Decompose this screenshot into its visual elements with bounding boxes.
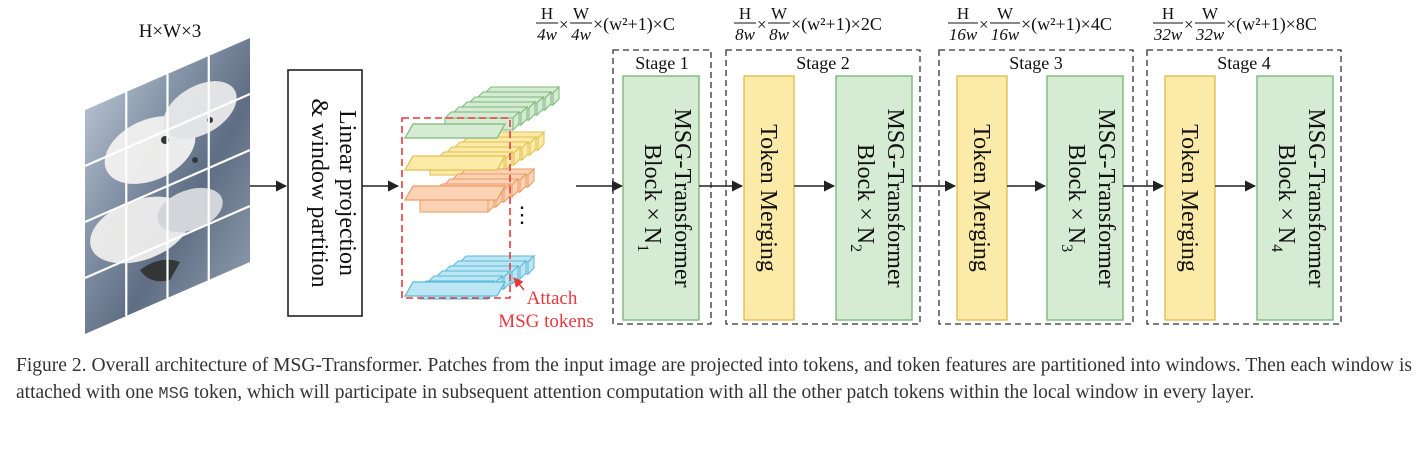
msg-transformer-block-2: MSG-Transformer Block × N2 [835,75,913,321]
stage-2-frame [725,49,921,325]
block-label-line1: MSG-Transformer [669,108,695,287]
block-label-line1: MSG-Transformer [1093,108,1119,287]
token-slab-side [527,254,535,276]
stage-3-frame [938,49,1134,325]
linear-projection-box: Linear projection & window partition [287,69,363,317]
block-label-line2: Block × N4 [1268,144,1299,252]
stage-3-title: Stage 3 [1009,53,1063,73]
token-merging-label: Token Merging [755,124,781,272]
token-slab-side [527,167,535,189]
figure-caption: Figure 2. Overall architecture of MSG-Tr… [16,352,1412,408]
stage-1-frame [612,49,712,325]
msg-token [403,281,507,297]
dim-times: × [559,15,569,34]
dim-denominator: 16w [991,25,1020,44]
msg-token [403,185,507,201]
msg-token [403,155,507,171]
attach-label-line2: MSG tokens [498,311,594,332]
msg-transformer-block-1: MSG-Transformer Block × N1 [622,75,700,321]
msg-token [403,123,507,139]
token-slab-side [511,177,519,199]
dim-numerator: W [573,4,590,23]
dim-suffix: ×(w²+1)×2C [791,14,882,35]
token-slab-side [529,135,537,157]
dim-suffix: ×(w²+1)×8C [1226,14,1317,35]
architecture-diagram: H×W×3 Linear projection & window partiti… [84,4,1342,334]
attach-arrow [513,277,525,291]
dim-denominator: 8w [769,25,790,44]
token-slab-side [528,100,536,122]
token-slab-top [443,111,521,119]
block-label-line2: Block × N3 [1058,144,1089,252]
dim-numerator: H [739,4,751,23]
token-slab-side [519,172,527,194]
projection-label-line1: Linear projection [334,110,360,276]
token-slab-side [536,95,544,117]
dim-times: × [979,15,989,34]
token-slab-side [520,105,528,127]
dim-numerator: W [771,4,788,23]
dim-denominator: 4w [571,25,592,44]
attach-label-line1: Attach [527,288,578,309]
dim-denominator: 16w [949,25,978,44]
caption-text-end: token, which will participate in subsequ… [189,382,1255,403]
caption-text: Figure 2. Overall architecture of MSG-Tr… [16,355,1412,403]
dim-denominator: 32w [1195,25,1225,44]
token-slab [419,199,489,213]
token-merging-block-4: Token Merging [1164,75,1216,321]
dim-suffix: ×(w²+1)×4C [1021,14,1112,35]
ellipsis: ⋮ [511,202,533,227]
msg-token-window-highlight [401,117,511,299]
token-slab-side [537,130,545,152]
token-merging-block-3: Token Merging [956,75,1008,321]
dim-numerator: H [1162,4,1174,23]
dim-numerator: H [957,4,969,23]
block-label-line2: Block × N2 [847,144,878,252]
token-slab-side [519,259,527,281]
token-slab-side [521,140,529,162]
dim-times: × [1184,15,1194,34]
token-slab-side [513,145,521,167]
patch-grid [84,56,251,316]
token-slab-side [552,85,560,107]
token-slab-side [503,269,511,291]
stage-4-title: Stage 4 [1217,53,1271,73]
caption-msg-code: MSG [158,385,190,404]
dim-numerator: W [997,4,1014,23]
stage-dimension-labels: H4w×W4w×(w²+1)×CH8w×W8w×(w²+1)×2CH16w×W1… [536,4,1317,44]
input-size-label: H×W×3 [139,21,202,42]
token-slab-side [503,182,511,204]
dim-denominator: 32w [1153,25,1183,44]
block-label-line1: MSG-Transformer [1303,108,1329,287]
stage-4-frame [1146,49,1342,325]
token-windows [403,85,561,301]
dim-numerator: W [1202,4,1219,23]
dim-suffix: ×(w²+1)×C [593,14,675,35]
input-image [84,38,251,334]
block-label-line2: Block × N1 [634,144,665,252]
dim-times: × [757,15,767,34]
token-slab-side [544,90,552,112]
dim-denominator: 8w [735,25,756,44]
token-merging-label: Token Merging [968,124,994,272]
stage-1-title: Stage 1 [635,53,689,73]
token-merging-block-2: Token Merging [743,75,795,321]
stage-2-title: Stage 2 [796,53,850,73]
msg-transformer-block-3: MSG-Transformer Block × N3 [1046,75,1124,321]
dim-numerator: H [541,4,553,23]
token-slab-side [512,110,520,132]
token-merging-label: Token Merging [1176,124,1202,272]
msg-transformer-block-4: MSG-Transformer Block × N4 [1256,75,1334,321]
block-label-line1: MSG-Transformer [882,108,908,287]
dim-denominator: 4w [537,25,558,44]
projection-label-line2: & window partition [306,98,332,287]
